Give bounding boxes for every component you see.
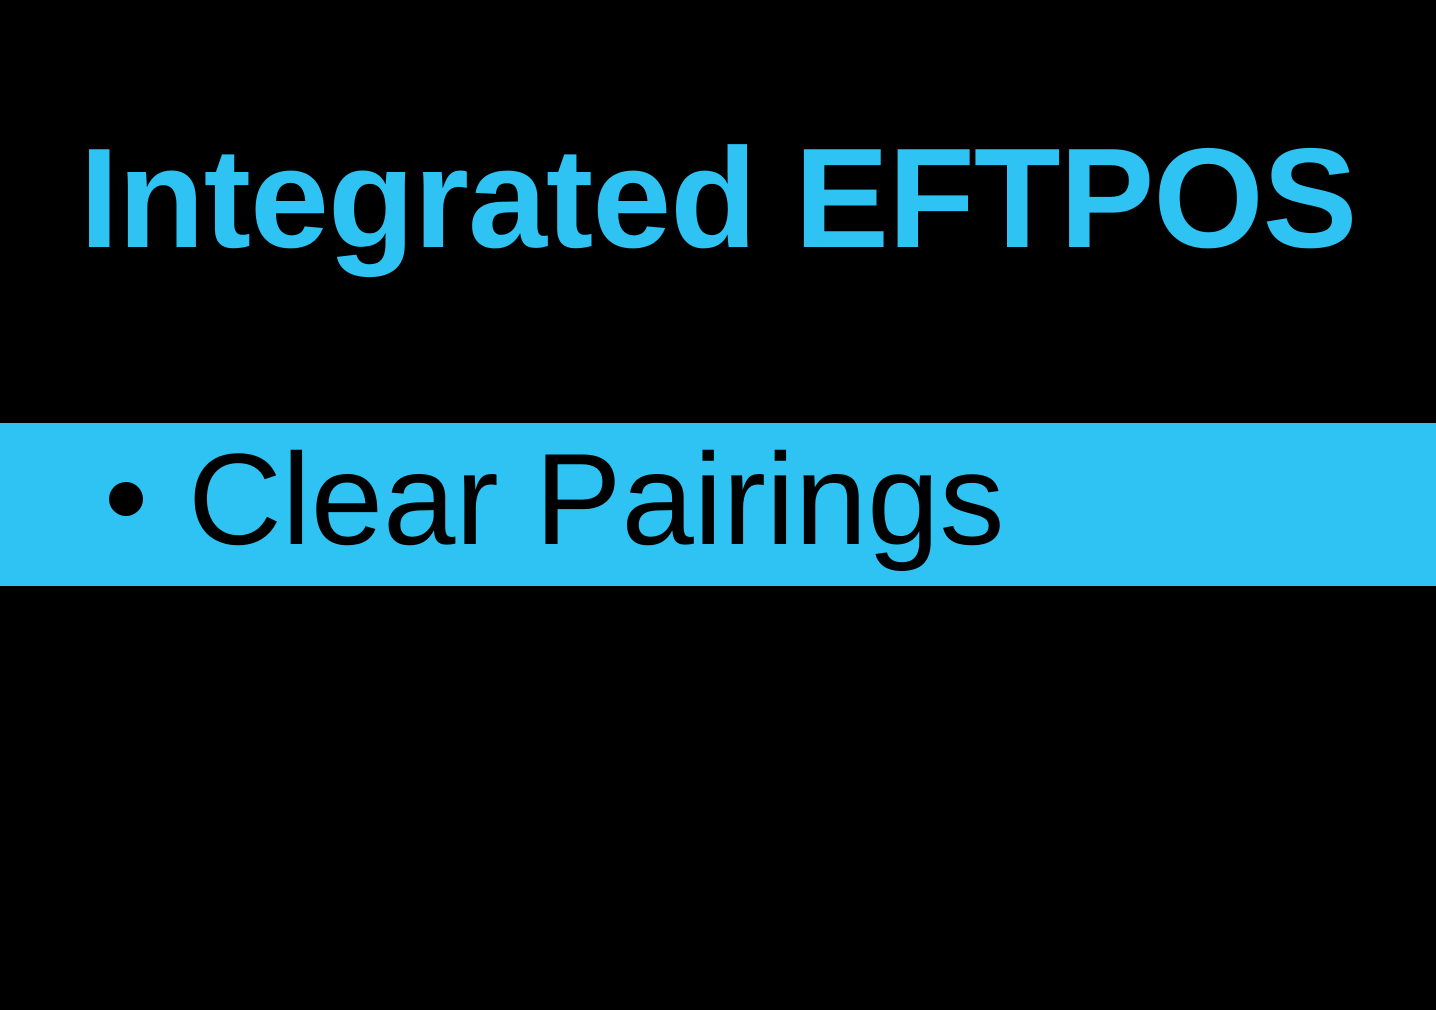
- slide-title: Integrated EFTPOS: [79, 119, 1358, 278]
- highlighted-bullet-row: [0, 423, 1436, 586]
- bullet-icon: [109, 482, 143, 516]
- bullet-item-label: Clear Pairings: [188, 426, 1005, 572]
